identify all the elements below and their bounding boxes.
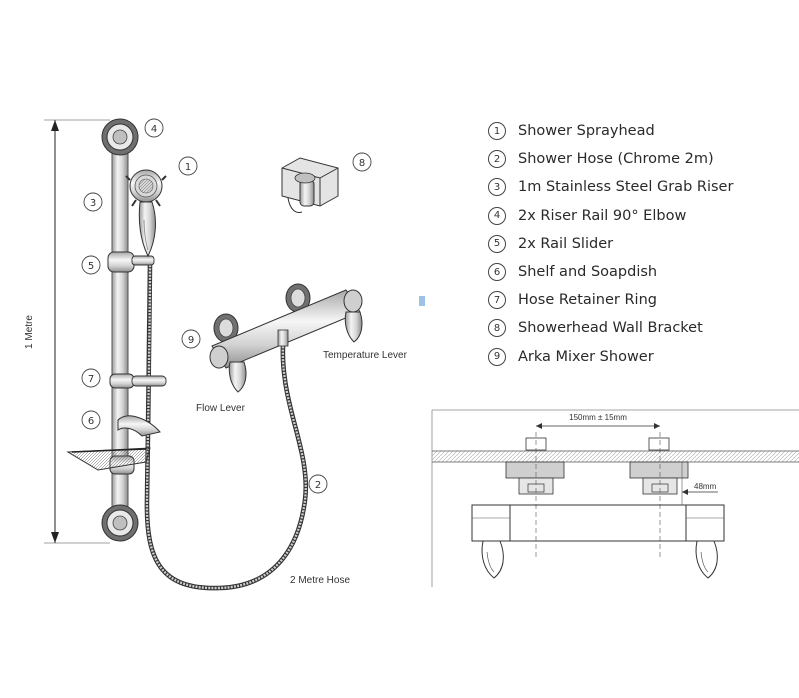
- blue-marker: [419, 296, 425, 306]
- height-label: 1 Metre: [24, 315, 35, 349]
- callout-9: 9: [181, 329, 201, 349]
- svg-text:5: 5: [88, 261, 94, 272]
- callout-4: 4: [144, 118, 164, 138]
- svg-text:6: 6: [88, 416, 94, 427]
- callout-2: 2: [308, 474, 328, 494]
- legend-number: 6: [488, 263, 506, 282]
- depth-dimension-label: 48mm: [694, 482, 717, 491]
- svg-text:9: 9: [188, 335, 194, 346]
- callout-8: 8: [352, 152, 372, 172]
- arka-mixer-shower: [209, 283, 363, 393]
- legend-label: 2x Riser Rail 90° Elbow: [518, 207, 687, 224]
- legend-number: 7: [488, 291, 506, 310]
- svg-text:3: 3: [90, 198, 96, 209]
- legend-item: 6 Shelf and Soapdish: [488, 258, 733, 286]
- legend-label: Shelf and Soapdish: [518, 264, 658, 281]
- legend-number: 5: [488, 234, 506, 253]
- legend-item: 9 Arka Mixer Shower: [488, 343, 733, 371]
- legend-label: 2x Rail Slider: [518, 235, 614, 252]
- hose-length-label: 2 Metre Hose: [290, 575, 350, 586]
- legend-item: 7 Hose Retainer Ring: [488, 286, 733, 314]
- svg-text:8: 8: [359, 158, 365, 169]
- temperature-lever-label: Temperature Lever: [323, 350, 408, 361]
- legend-item: 2 Shower Hose (Chrome 2m): [488, 145, 733, 173]
- legend-item: 5 2x Rail Slider: [488, 230, 733, 258]
- svg-text:4: 4: [151, 124, 157, 135]
- callout-7: 7: [81, 368, 101, 388]
- legend-number: 3: [488, 178, 506, 197]
- showerhead-wall-bracket: [281, 157, 339, 213]
- legend-item: 1 Shower Sprayhead: [488, 117, 733, 145]
- callout-6: 6: [81, 410, 101, 430]
- svg-text:2: 2: [315, 480, 321, 491]
- legend-label: Shower Hose (Chrome 2m): [518, 151, 714, 168]
- callout-1: 1: [178, 156, 198, 176]
- shower-hose: [144, 261, 309, 591]
- centres-dimension-label: 150mm ± 15mm: [569, 413, 627, 422]
- legend-item: 3 1m Stainless Steel Grab Riser: [488, 173, 733, 201]
- callout-3: 3: [83, 192, 103, 212]
- shower-sprayhead: [125, 169, 167, 258]
- legend-item: 8 Showerhead Wall Bracket: [488, 314, 733, 342]
- svg-text:1: 1: [185, 162, 191, 173]
- legend-label: Hose Retainer Ring: [518, 292, 657, 309]
- parts-legend: 1 Shower Sprayhead 2 Shower Hose (Chrome 2…: [488, 117, 733, 371]
- legend-label: Shower Sprayhead: [518, 123, 655, 140]
- legend-label: Showerhead Wall Bracket: [518, 320, 703, 337]
- svg-text:7: 7: [88, 374, 94, 385]
- legend-number: 2: [488, 150, 506, 169]
- legend-label: 1m Stainless Steel Grab Riser: [518, 179, 734, 196]
- legend-number: 8: [488, 319, 506, 338]
- legend-label: Arka Mixer Shower: [518, 348, 654, 365]
- flow-lever-label: Flow Lever: [196, 403, 246, 414]
- legend-number: 9: [488, 347, 506, 366]
- legend-item: 4 2x Riser Rail 90° Elbow: [488, 202, 733, 230]
- grab-riser-rail: [101, 118, 167, 542]
- callout-5: 5: [81, 255, 101, 275]
- legend-number: 4: [488, 206, 506, 225]
- height-dimension: 1 Metre: [24, 119, 110, 544]
- soap-dish-shelf: [66, 415, 161, 471]
- legend-number: 1: [488, 122, 506, 141]
- installation-detail: 150mm ± 15mm 48mm: [431, 409, 799, 587]
